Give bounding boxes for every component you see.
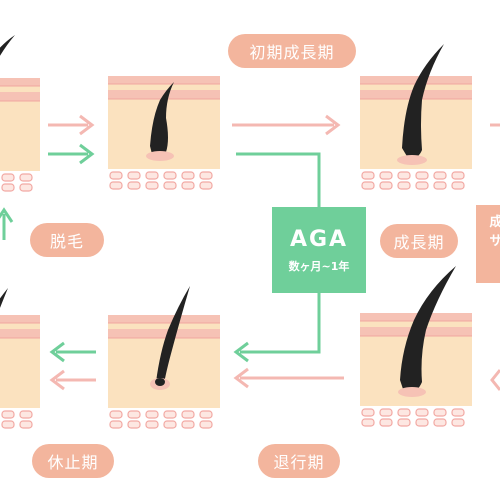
side-box-line1: 成 xyxy=(489,215,500,230)
aga-arrow-left-vertical xyxy=(0,207,14,240)
stage-label-early-growth: 初期成長期 xyxy=(228,34,356,68)
aga-title: AGA xyxy=(289,227,349,252)
hair-strand xyxy=(150,82,174,157)
skin-panel-growth xyxy=(359,44,473,190)
stage-text-growth: 成長期 xyxy=(393,233,445,252)
arrow-catagen-to-telogen xyxy=(49,369,96,391)
arrow-shedding-to-early-growth xyxy=(48,114,95,136)
hair-strand xyxy=(400,266,456,393)
stage-text-catagen: 退行期 xyxy=(273,453,325,472)
aga-arrow-bottom xyxy=(49,341,96,363)
stage-text-telogen: 休止期 xyxy=(47,453,99,472)
stage-label-shedding: 脱毛 xyxy=(30,223,104,257)
aga-path-from-box xyxy=(233,293,321,363)
hair-strand xyxy=(0,35,15,56)
aga-path-to-box xyxy=(236,152,321,207)
side-box-partial: 成 サ xyxy=(476,205,500,283)
stage-text-early-growth: 初期成長期 xyxy=(249,43,335,62)
aga-duration: 数ヶ月~1年 xyxy=(288,260,350,273)
stage-label-growth: 成長期 xyxy=(380,224,458,258)
side-box-line2: サ xyxy=(489,234,500,249)
skin-panel-left-top xyxy=(0,35,41,192)
stage-label-catagen: 退行期 xyxy=(258,444,340,478)
skin-panel-left-bottom xyxy=(0,288,41,429)
arrow-right-edge-bottom xyxy=(490,369,500,391)
skin-panel-catagen xyxy=(359,266,473,427)
hair-strand xyxy=(0,288,8,308)
stage-label-telogen: 休止期 xyxy=(32,444,114,478)
arrow-early-growth-to-growth xyxy=(232,114,341,136)
aga-box: AGA 数ヶ月~1年 xyxy=(272,207,366,293)
stage-text-shedding: 脱毛 xyxy=(49,232,84,251)
skin-panel-telogen xyxy=(107,286,221,429)
hair-strand xyxy=(402,44,444,159)
arrow-growth-to-catagen xyxy=(233,367,344,389)
skin-panel-early-growth xyxy=(107,75,221,190)
aga-arrow-top xyxy=(48,143,95,165)
hair-strand xyxy=(156,286,190,384)
